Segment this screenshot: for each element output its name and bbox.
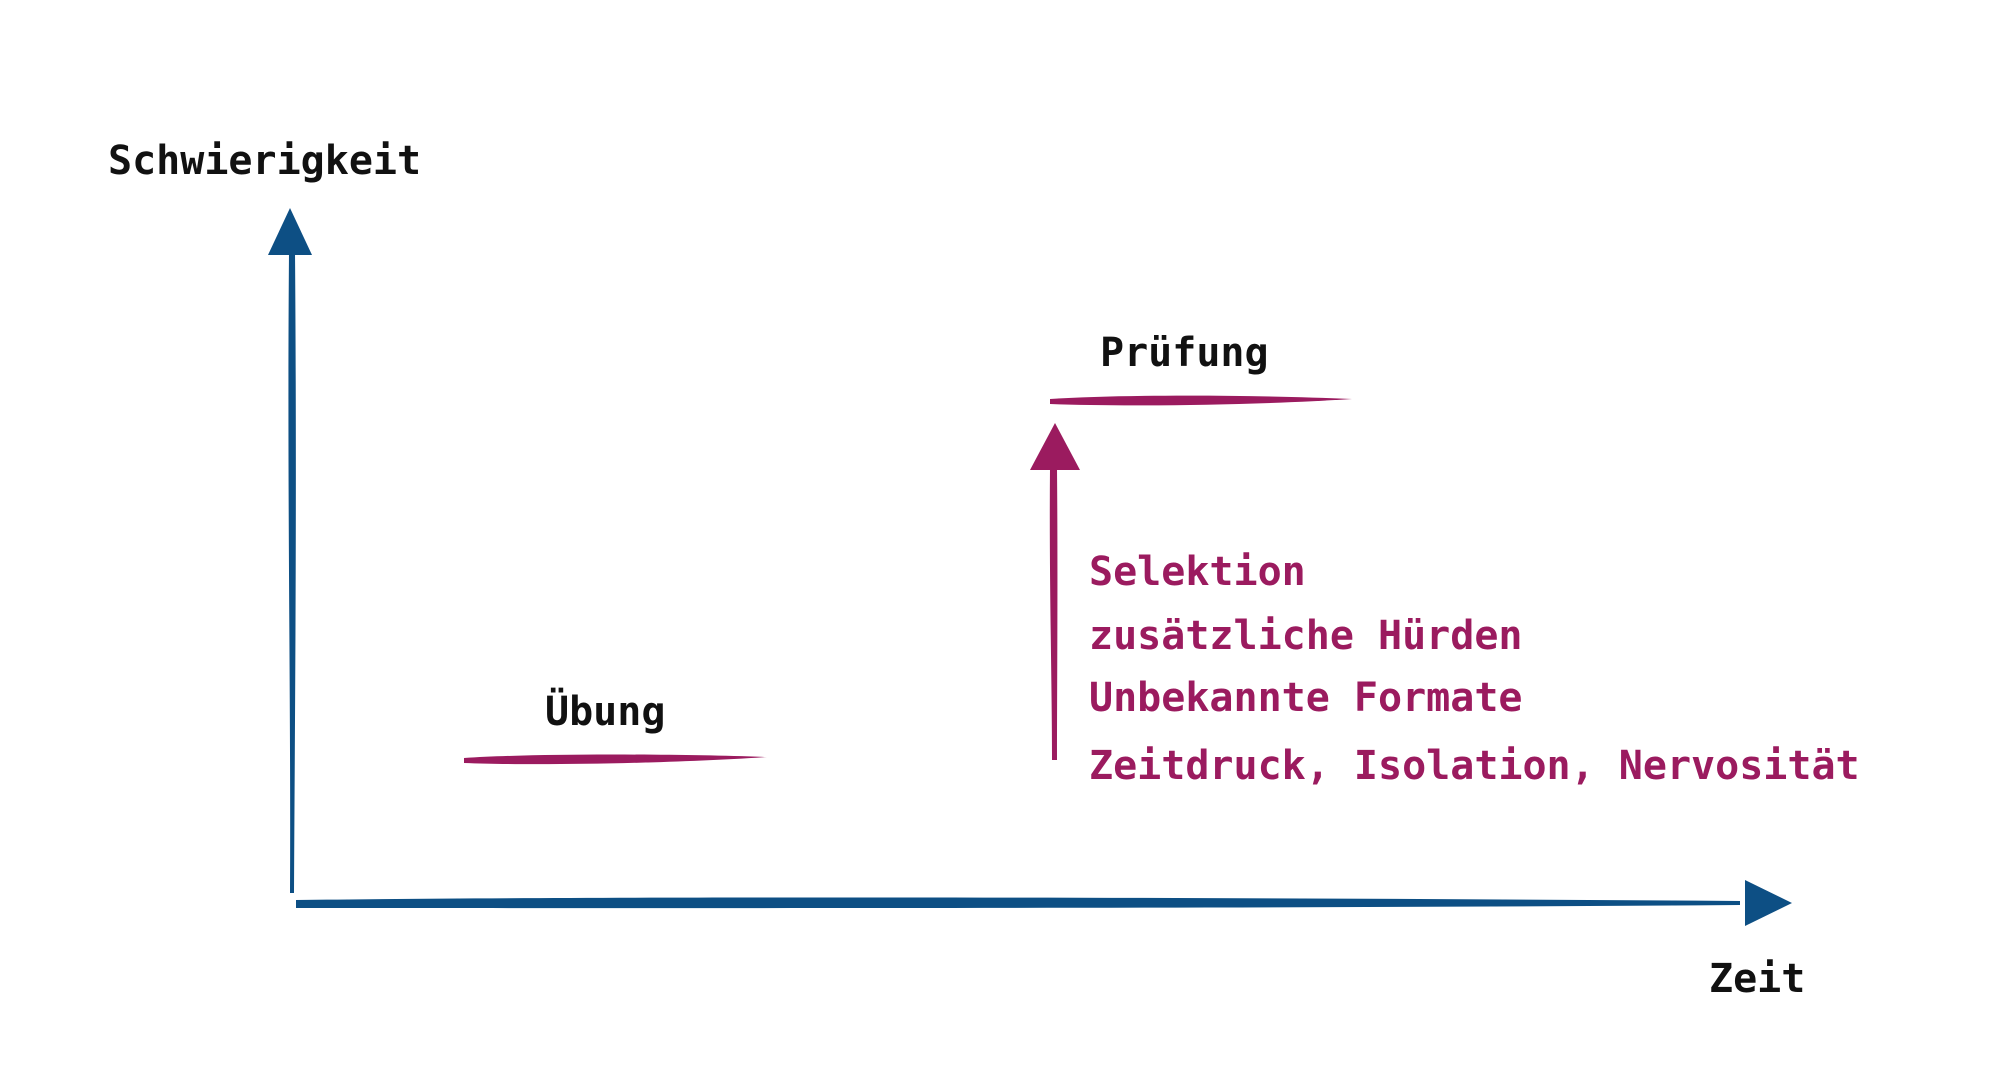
pruefung-level-line (1050, 395, 1352, 406)
factor-zeitdruck-isolation-nervositaet: Zeitdruck, Isolation, Nervosität (1089, 743, 1860, 789)
difficulty-increase-arrow-shaft (1049, 468, 1058, 760)
uebung-level-line (464, 754, 767, 765)
y-axis-label: Schwierigkeit (108, 138, 422, 184)
x-axis-line (296, 897, 1740, 909)
y-axis-line (288, 252, 296, 893)
factor-unbekannte-formate: Unbekannte Formate (1089, 675, 1523, 721)
y-axis-arrowhead (268, 208, 312, 255)
x-axis-label: Zeit (1709, 956, 1806, 1002)
pruefung-label: Prüfung (1100, 330, 1269, 376)
factor-zusaetzliche-huerden: zusätzliche Hürden (1089, 613, 1523, 659)
factor-selektion: Selektion (1089, 549, 1306, 595)
difficulty-increase-arrowhead (1030, 423, 1080, 470)
x-axis-arrowhead (1745, 880, 1792, 926)
uebung-label: Übung (545, 689, 666, 735)
